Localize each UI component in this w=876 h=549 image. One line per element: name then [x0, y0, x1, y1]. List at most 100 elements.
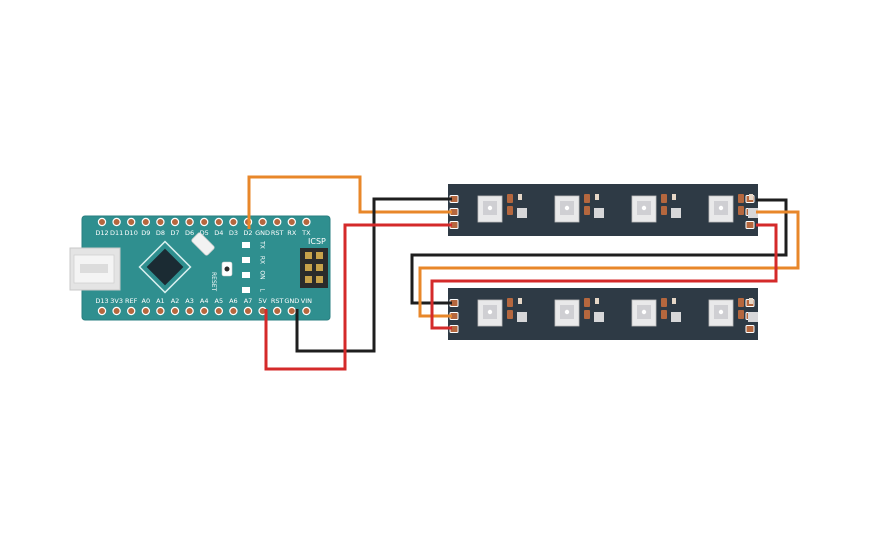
top-pin-hole [170, 217, 180, 227]
led-die [487, 205, 493, 211]
wire-data-chain [418, 210, 800, 318]
top-pin-hole [185, 217, 194, 227]
usb-connector-icon [69, 247, 121, 291]
top-pin-hole [156, 217, 165, 227]
bottom-pin-row [97, 306, 311, 316]
bottom-pin-label: A3 [185, 297, 194, 305]
top-pin-label: RX [287, 229, 297, 237]
bottom-pin-label: A6 [229, 297, 238, 305]
smd-resistor [738, 310, 744, 319]
top-pin-label: D9 [141, 229, 150, 237]
top-pin-label: D7 [170, 229, 179, 237]
status-label: ON [259, 270, 266, 279]
bottom-pin-label: A1 [156, 297, 165, 305]
smd-resistor [584, 298, 590, 307]
smd-capacitor [748, 208, 758, 218]
bottom-pin-label: A5 [215, 297, 224, 305]
bottom-pin-label: A4 [200, 297, 209, 305]
wire-5v-chain [430, 223, 778, 330]
icsp-pin [305, 252, 312, 259]
smd-capacitor [517, 312, 527, 322]
smd-resistor [661, 206, 667, 215]
led-die [718, 309, 724, 315]
status-label: RX [259, 256, 266, 264]
bottom-pin-hole [214, 306, 223, 316]
bottom-pin-label: RST [271, 297, 284, 305]
icsp-pin [316, 276, 323, 283]
led-die [564, 205, 570, 211]
bottom-pin-hole [97, 306, 107, 316]
top-pin-hole [141, 217, 150, 227]
led-strip-2 [448, 288, 758, 340]
top-pin-label: D8 [156, 229, 165, 237]
top-pin-hole [287, 217, 296, 227]
strip-pad [745, 325, 755, 333]
smd-resistor [584, 310, 590, 319]
smd-diode [595, 298, 599, 304]
bottom-pin-hole [185, 306, 194, 316]
bottom-pin-hole [126, 306, 136, 316]
smd-resistor [738, 206, 744, 215]
bottom-pin-label: 3V3 [110, 297, 123, 305]
status-label: TX [259, 240, 266, 249]
bottom-pin-label: A7 [244, 297, 253, 305]
top-pin-label: TX [301, 229, 311, 237]
smd-resistor [584, 194, 590, 203]
bottom-pin-hole [287, 306, 296, 316]
top-pin-label: GND [255, 229, 270, 237]
top-pin-label: D3 [229, 229, 238, 237]
smd-resistor [661, 310, 667, 319]
bottom-pin-hole [229, 306, 238, 316]
led-die [718, 205, 724, 211]
smd-resistor [738, 194, 744, 203]
bottom-pin-label: A0 [142, 297, 151, 305]
top-pin-label: D2 [243, 229, 252, 237]
bottom-pin-hole [243, 306, 253, 316]
smd-resistor [507, 298, 513, 307]
microcontroller-chip-icon [138, 240, 192, 294]
smd-diode [749, 298, 753, 304]
status-led [242, 287, 250, 293]
wire-data-d2 [247, 175, 452, 229]
bottom-pin-label: REF [125, 297, 138, 305]
smd-diode [672, 194, 676, 200]
led-die [564, 309, 570, 315]
top-pin-label: D4 [214, 229, 223, 237]
top-pin-hole [97, 217, 107, 227]
led-die [641, 309, 647, 315]
top-pin-label: D10 [125, 229, 138, 237]
smd-diode [518, 194, 522, 200]
icsp-pin [316, 264, 323, 271]
led-strip-1 [448, 184, 758, 236]
top-pin-hole [273, 217, 282, 227]
top-pin-hole [302, 217, 311, 227]
icsp-header: ICSP [300, 237, 328, 288]
led-die [641, 205, 647, 211]
icsp-pin [305, 264, 312, 271]
smd-resistor [661, 298, 667, 307]
led-die [487, 309, 493, 315]
status-label: L [259, 288, 266, 292]
status-led [242, 257, 250, 263]
smd-diode [595, 194, 599, 200]
top-pin-hole [199, 217, 209, 227]
smd-resistor [507, 206, 513, 215]
smd-capacitor [594, 208, 604, 218]
top-pin-label: D12 [95, 229, 108, 237]
reset-label: RESET [210, 272, 217, 292]
bottom-pin-label: D13 [95, 297, 108, 305]
smd-diode [672, 298, 676, 304]
smd-capacitor [594, 312, 604, 322]
top-pin-hole [112, 217, 121, 227]
bottom-pin-label: VIN [301, 297, 312, 305]
smd-resistor [507, 194, 513, 203]
smd-resistor [738, 298, 744, 307]
bottom-pin-hole [170, 306, 180, 316]
bottom-pin-hole [112, 306, 121, 316]
smd-diode [518, 298, 522, 304]
smd-capacitor [671, 312, 681, 322]
